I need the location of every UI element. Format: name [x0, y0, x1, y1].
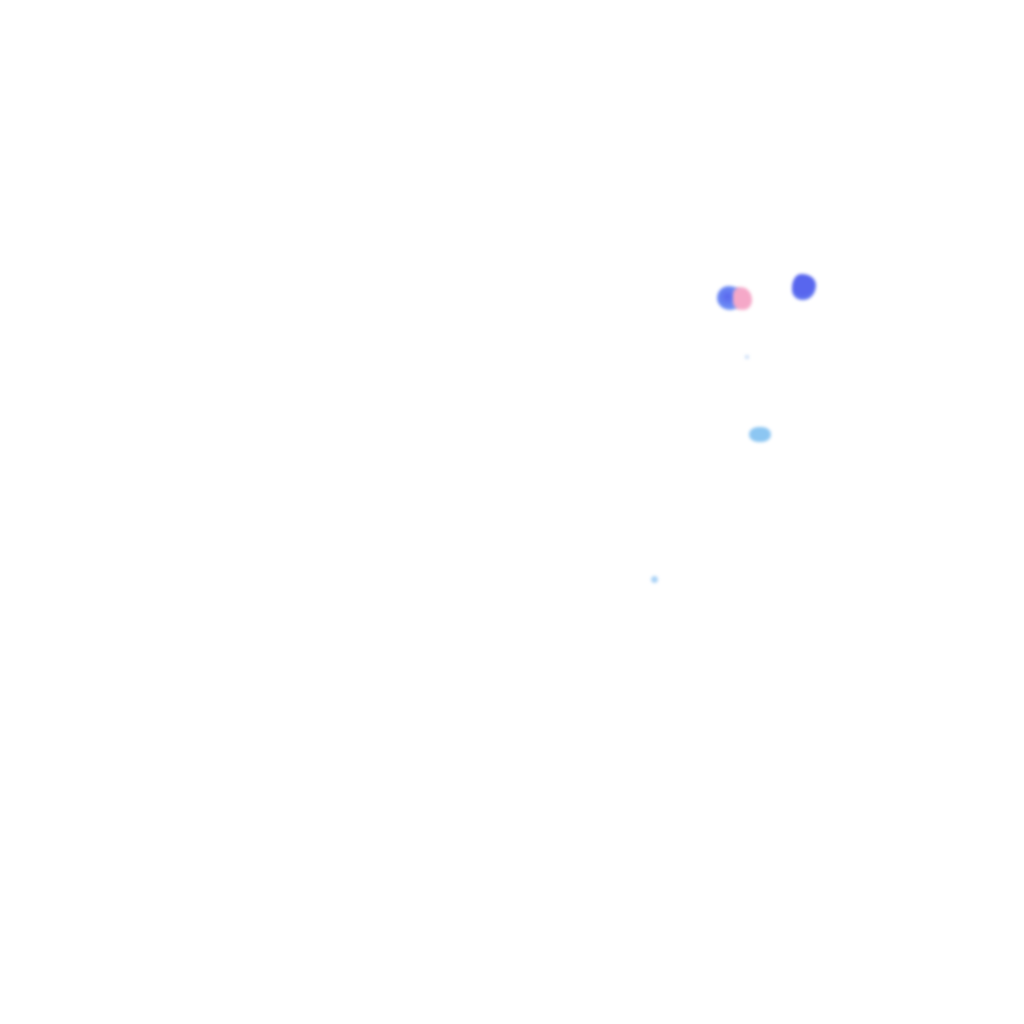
indigo-blob [792, 274, 816, 300]
light-blue-dot [651, 576, 658, 583]
faint-dot [745, 355, 749, 359]
pink-blob [733, 287, 752, 310]
light-blue-blob [749, 427, 771, 442]
